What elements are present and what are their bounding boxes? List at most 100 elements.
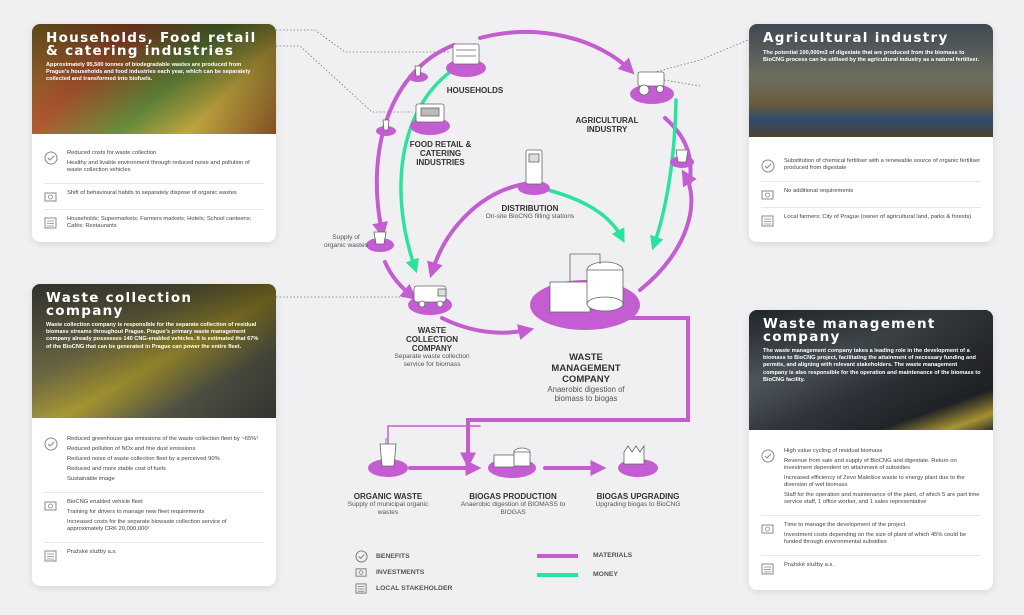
money-bill-icon (44, 501, 57, 511)
group-investments: Shift of behavioural habits to separatel… (44, 190, 264, 203)
tractor-icon (637, 71, 665, 96)
money-bill-icon (44, 192, 57, 202)
legend-money: MONEY (585, 571, 618, 578)
filling-station-icon (525, 149, 543, 185)
check-circle-icon (761, 449, 775, 463)
group-benefits: High value cycling of residual biomass R… (761, 448, 981, 509)
benefit-item: High value cycling of residual biomass (784, 448, 883, 454)
building-icon (355, 583, 367, 594)
benefit-item: Reduced greenhouse gas emissions of the … (67, 436, 259, 442)
legend-investments-label: INVESTMENTS (376, 569, 425, 576)
benefit-item: Sustainable image (67, 476, 115, 482)
card-waste-management-desc: The waste management company takes a lea… (763, 348, 981, 383)
label-distribution-sub: On-site BioCNG filling stations (485, 213, 575, 220)
food-retail-icon (415, 103, 445, 123)
label-agricultural: AGRICULTURAL INDUSTRY (568, 116, 646, 134)
biogas-upgrading-icon (623, 444, 645, 465)
dotted-connectors (276, 29, 749, 298)
money-flows (399, 70, 678, 274)
label-biogas-production-sub: Anaerobic digestion of BIOMASS to BIOGAS (460, 501, 566, 516)
stakeholder-item: Households; Supermarkets; Farmers market… (67, 216, 252, 229)
photo-waste-management: Waste management company The waste manag… (749, 310, 993, 430)
label-biogas-production-title: BIOGAS PRODUCTION (469, 492, 557, 501)
label-waste-management: WASTE MANAGEMENT COMPANY Anaerobic diges… (534, 352, 638, 403)
label-organic-waste-title: ORGANIC WASTE (353, 492, 423, 501)
card-agricultural-title: Agricultural industry (763, 30, 949, 46)
label-waste-management-sub: Anaerobic digestion of biomass to biogas (547, 385, 625, 403)
check-circle-icon (761, 159, 775, 173)
group-investments: Time to manage the development of the pr… (761, 522, 981, 549)
label-waste-management-title: WASTE MANAGEMENT COMPANY (551, 352, 621, 385)
benefit-item: Substitution of chemical fertiliser with… (784, 158, 981, 171)
investment-item: Time to manage the development of the pr… (784, 522, 906, 528)
label-waste-collection-title: WASTE COLLECTION COMPANY (406, 326, 458, 353)
investment-item: No additional requirements (784, 188, 854, 194)
legend-money-label: MONEY (593, 571, 618, 578)
label-households-title: HOUSEHOLDS (446, 86, 504, 95)
check-circle-icon (44, 151, 58, 165)
investment-item: Increased costs for the separate biowast… (67, 519, 227, 532)
money-inner-left (399, 70, 452, 274)
label-waste-collection: WASTE COLLECTION COMPANY Separate waste … (392, 326, 472, 368)
legend-local-stakeholder: LOCAL STAKEHOLDER (355, 583, 452, 594)
card-households-desc: Approximately 95,500 tonnes of biodegrad… (46, 62, 251, 83)
pictograms (373, 43, 689, 468)
photo-tractor: Agricultural industry The potential 100,… (749, 24, 993, 137)
flow-distribution-arc (427, 181, 532, 279)
label-organic-waste: ORGANIC WASTE Supply of municipal organi… (346, 492, 430, 516)
flow-top-arc (478, 30, 635, 75)
label-biogas-upgrading-title: BIOGAS UPGRADING (596, 492, 680, 501)
benefit-item: Increased efficiency of Zevo Malešice wa… (784, 475, 965, 488)
label-biogas-upgrading-sub: Upgrading biogas to BioCNG (595, 501, 681, 508)
group-stakeholders: Pražské služby a.s. (761, 562, 981, 575)
building-icon (44, 217, 57, 229)
households-icon (452, 43, 480, 65)
card-waste-collection: Waste collection company Waste collectio… (32, 284, 276, 586)
legend: BENEFITS INVESTMENTS LOCAL STAKEHOLDER M… (355, 547, 655, 602)
label-supply-sub: Supply of organic wastes (324, 234, 368, 249)
benefit-item: Reduced pollution of NOx and fine dust e… (67, 446, 196, 452)
label-biogas-upgrading: BIOGAS UPGRADING Upgrading biogas to Bio… (586, 492, 690, 509)
money-right (650, 98, 678, 251)
biogas-plant-icon (549, 253, 624, 313)
investment-item: BioCNG enabled vehicle fleet (67, 499, 143, 505)
label-waste-collection-sub: Separate waste collection service for bi… (394, 353, 470, 368)
card-waste-collection-desc: Waste collection company is responsible … (46, 322, 259, 350)
materials-flows (372, 30, 697, 476)
benefit-item: Revenue from sale and supply of BioCNG a… (784, 458, 957, 471)
building-icon (761, 215, 774, 227)
stakeholder-item: Local farmers; City of Prague (owner of … (784, 214, 972, 220)
group-stakeholders: Local farmers; City of Prague (owner of … (761, 214, 981, 227)
benefit-item: Healthy and livable environment through … (67, 160, 250, 173)
food-waste-icon (373, 231, 387, 245)
biogas-production-icon (493, 447, 531, 468)
label-food-retail-title: FOOD RETAIL & CATERING INDUSTRIES (409, 140, 472, 167)
investment-item: Investment costs depending on the size o… (784, 532, 967, 545)
check-circle-icon (355, 550, 368, 563)
group-benefits: Substitution of chemical fertiliser with… (761, 158, 981, 175)
card-agricultural: Agricultural industry The potential 100,… (749, 24, 993, 242)
building-icon (761, 563, 774, 575)
photo-supermarket: Households, Food retail & catering indus… (32, 24, 276, 134)
benefit-item: Reduced and more stable cost of fuels (67, 466, 166, 472)
label-agricultural-title: AGRICULTURAL INDUSTRY (575, 116, 639, 134)
group-stakeholders: Households; Supermarkets; Farmers market… (44, 216, 264, 233)
investment-item: Shift of behavioural habits to separatel… (67, 190, 237, 196)
label-distribution: DISTRIBUTION On-site BioCNG filling stat… (480, 204, 580, 221)
legend-materials: MATERIALS (585, 552, 632, 559)
money-bill-icon (761, 190, 774, 200)
group-investments: BioCNG enabled vehicle fleet Training fo… (44, 499, 264, 536)
label-distribution-title: DISTRIBUTION (501, 204, 559, 213)
organic-waste-icon (379, 438, 397, 467)
flow-supply-to-collection (383, 260, 417, 300)
flow-households-to-collection (372, 43, 456, 239)
garbage-truck-icon (413, 285, 447, 308)
apple-core-icon (382, 119, 390, 131)
group-investments: No additional requirements (761, 188, 981, 201)
legend-materials-label: MATERIALS (593, 552, 633, 559)
card-households-title: Households, Food retail & catering indus… (46, 30, 257, 59)
label-supply: Supply of organic wastes (322, 234, 370, 249)
legend-benefits-label: BENEFITS (376, 553, 410, 560)
